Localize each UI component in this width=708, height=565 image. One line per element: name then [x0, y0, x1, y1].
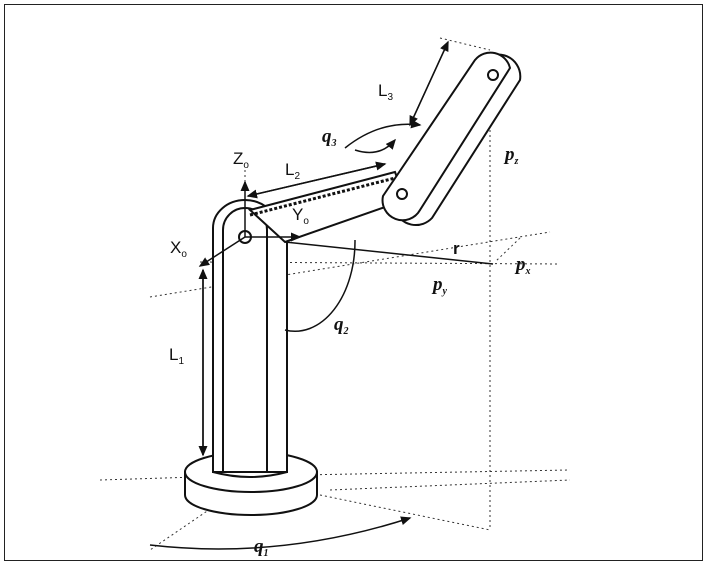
angle-arcs [149, 119, 422, 550]
diagram-frame [4, 4, 703, 561]
robot-link-3 [381, 51, 522, 227]
label-q1: q1 [254, 536, 269, 559]
label-r: r [453, 239, 460, 258]
label-L1: L1 [169, 345, 184, 367]
coordinate-axes [198, 180, 302, 267]
label-X0: Xo [170, 238, 187, 260]
label-py: py [431, 274, 448, 297]
label-L2: L2 [285, 160, 300, 182]
label-q2: q2 [334, 314, 349, 337]
label-Y0: Yo [292, 205, 309, 227]
r-line [284, 241, 494, 265]
diagram-labels: L1 L2 L3 Zo Yo Xo q1 q2 q3 pz px py r [169, 81, 531, 559]
robot-link-2 [247, 170, 407, 244]
construction-lines [99, 37, 571, 551]
label-px: px [514, 254, 531, 277]
label-Z0: Zo [233, 149, 249, 171]
dimension-arrows [198, 40, 449, 457]
label-L3: L3 [378, 81, 393, 103]
label-q3: q3 [322, 126, 337, 149]
label-pz: pz [503, 144, 519, 167]
